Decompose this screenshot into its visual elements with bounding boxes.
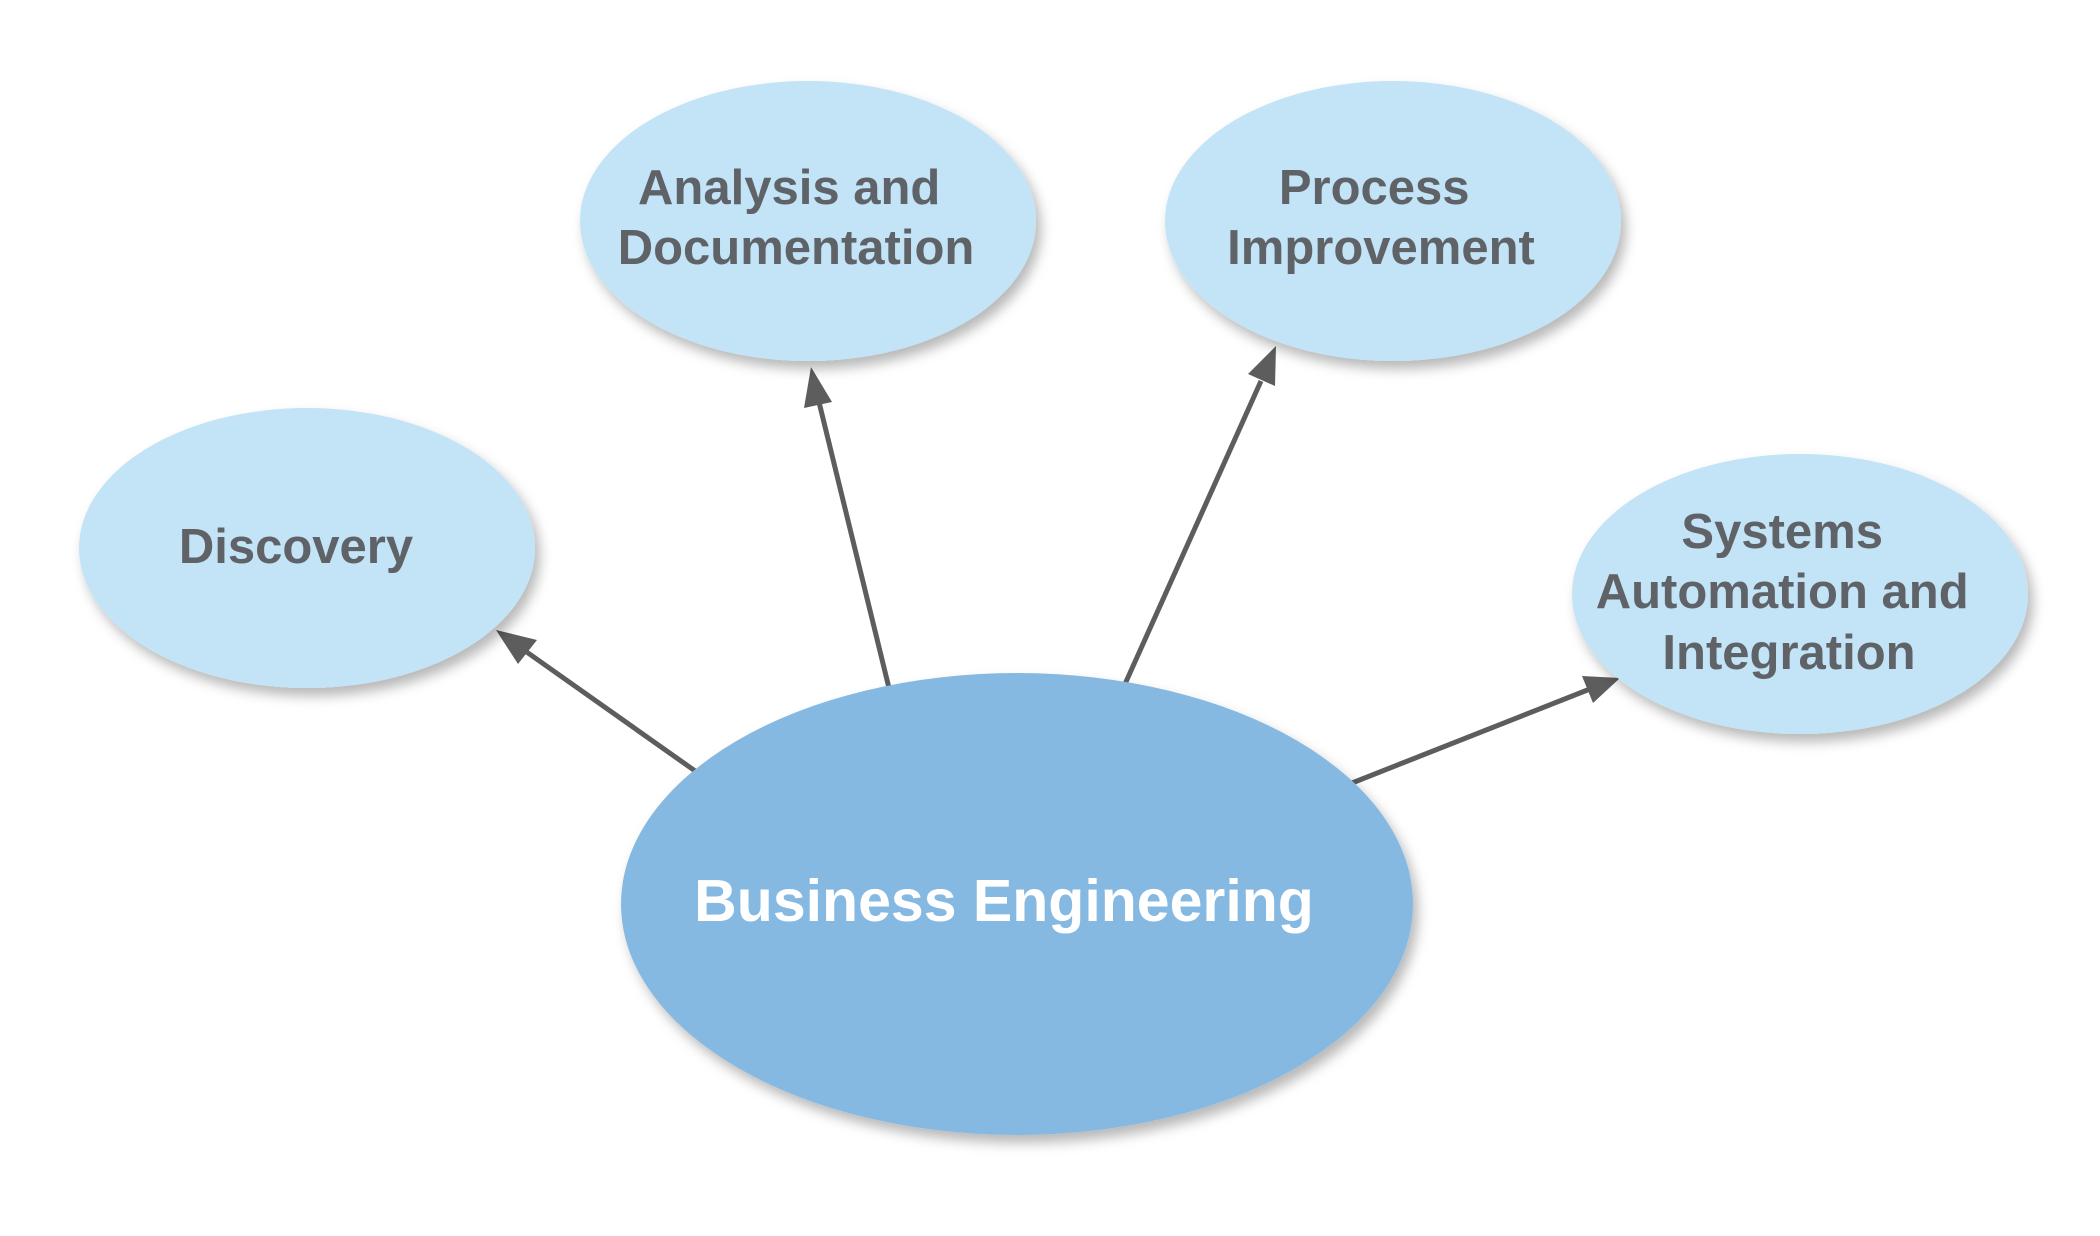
arrowhead bbox=[804, 367, 832, 408]
edge-center-systems bbox=[1351, 676, 1620, 786]
node-label-line: Documentation bbox=[618, 221, 975, 275]
node-systems-automation-and-integration: Systems Automation and Integration bbox=[1572, 454, 2028, 734]
center-ellipse bbox=[621, 673, 1413, 1135]
node-label-line: Automation and bbox=[1596, 565, 1969, 619]
connector-line bbox=[1351, 686, 1591, 786]
node-ellipse bbox=[79, 408, 535, 688]
node-label: Systems Automation and Integration bbox=[1596, 505, 1983, 680]
node-label-line: Analysis and bbox=[638, 161, 940, 215]
node-analysis-and-documentation: Analysis and Documentation bbox=[580, 81, 1036, 361]
node-ellipse bbox=[580, 81, 1036, 361]
node-ellipse bbox=[1165, 81, 1621, 361]
connector-line bbox=[815, 397, 892, 689]
node-discovery: Discovery bbox=[79, 408, 535, 688]
node-label-line: Systems bbox=[1681, 505, 1883, 559]
center-label: Business Engineering bbox=[694, 868, 1314, 934]
node-label-line: Process bbox=[1279, 161, 1470, 215]
edge-center-discovery bbox=[496, 630, 700, 776]
connectors bbox=[496, 346, 1620, 786]
arrowhead bbox=[496, 630, 537, 664]
node-label-line: Improvement bbox=[1227, 221, 1535, 275]
node-label-line: Integration bbox=[1662, 626, 1915, 680]
arrowhead bbox=[1582, 676, 1620, 703]
edge-center-analysis bbox=[804, 367, 892, 689]
node-label-line: Discovery bbox=[179, 520, 413, 574]
node-process-improvement: Process Improvement bbox=[1165, 81, 1621, 361]
node-label: Discovery bbox=[179, 520, 413, 574]
node-label: Process Improvement bbox=[1227, 161, 1535, 275]
node-ellipse bbox=[1572, 454, 2028, 734]
connector-line bbox=[519, 645, 700, 776]
connector-line bbox=[1122, 379, 1264, 686]
node-business-engineering: Business Engineering bbox=[621, 673, 1413, 1135]
arrowhead bbox=[1248, 346, 1276, 386]
edge-center-process bbox=[1122, 346, 1276, 686]
node-label: Analysis and Documentation bbox=[618, 161, 975, 275]
